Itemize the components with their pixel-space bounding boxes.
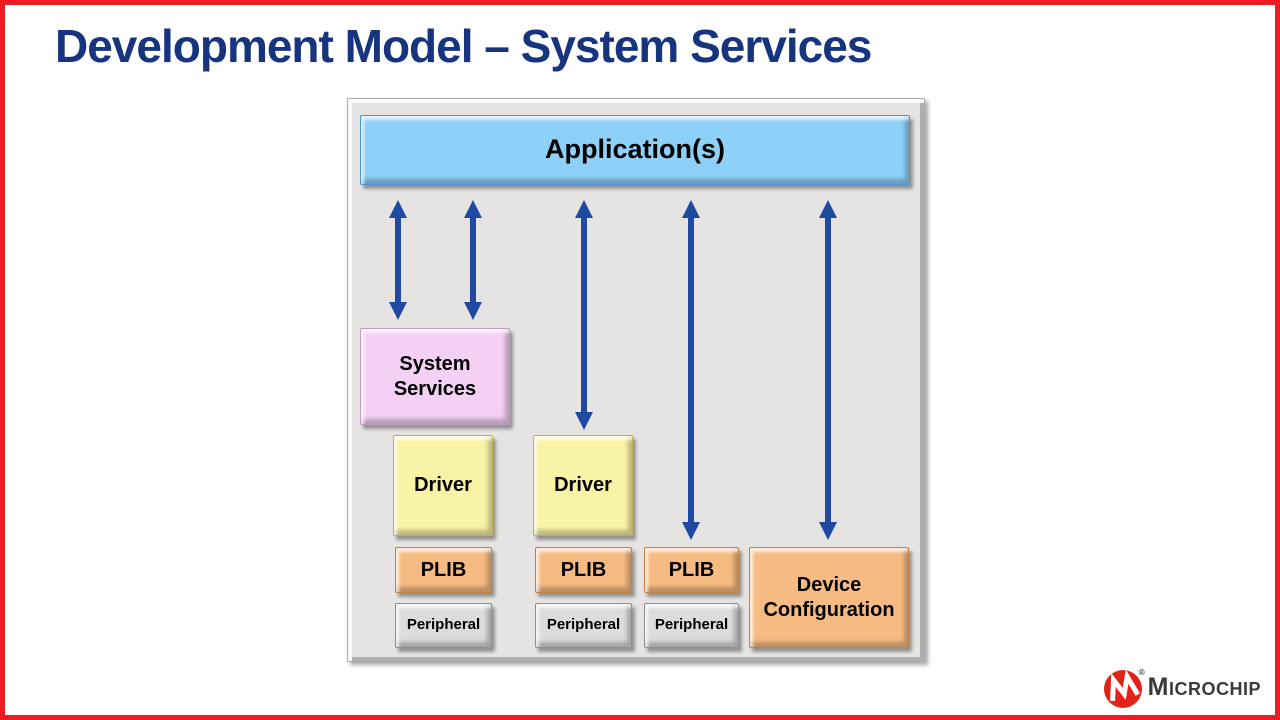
arrow-application-system-services-1 xyxy=(389,200,407,320)
arrow-up-icon xyxy=(819,200,837,218)
driver-box-1: Driver xyxy=(393,435,493,536)
system-services-label: System Services xyxy=(393,352,477,400)
driver-box-2: Driver xyxy=(533,435,633,536)
arrow-shaft xyxy=(581,215,587,415)
arrow-shaft xyxy=(395,215,401,305)
arrow-application-plib xyxy=(682,200,700,540)
arrow-down-icon xyxy=(819,522,837,540)
microchip-logo-icon: ® xyxy=(1103,668,1145,709)
plib-label: PLIB xyxy=(420,558,467,581)
arrow-down-icon xyxy=(575,412,593,430)
arrow-down-icon xyxy=(389,302,407,320)
arrow-up-icon xyxy=(464,200,482,218)
diagram-panel: Application(s) System Servi xyxy=(347,98,925,662)
arrow-application-system-services-2 xyxy=(464,200,482,320)
page-title: Development Model – System Services xyxy=(55,20,872,72)
arrow-shaft xyxy=(470,215,476,305)
arrow-application-device-configuration xyxy=(819,200,837,540)
arrow-up-icon xyxy=(682,200,700,218)
registered-trademark: ® xyxy=(1138,668,1145,677)
driver-label: Driver xyxy=(554,474,612,496)
plib-label: PLIB xyxy=(668,558,715,581)
peripheral-label: Peripheral xyxy=(406,616,481,634)
device-configuration-box: Device Configuration xyxy=(749,547,909,648)
peripheral-label: Peripheral xyxy=(654,616,729,634)
microchip-logo-text: Microchip xyxy=(1147,672,1261,701)
microchip-logo: ® Microchip xyxy=(1103,668,1261,709)
arrow-down-icon xyxy=(464,302,482,320)
device-configuration-label: Device Configuration xyxy=(763,573,895,621)
arrow-up-icon xyxy=(389,200,407,218)
arrow-shaft xyxy=(688,215,694,525)
system-services-box: System Services xyxy=(360,328,510,425)
application-label: Application(s) xyxy=(545,134,725,165)
peripheral-box-3: Peripheral xyxy=(644,603,739,648)
plib-label: PLIB xyxy=(560,558,607,581)
application-box: Application(s) xyxy=(360,115,910,185)
peripheral-box-2: Peripheral xyxy=(535,603,632,648)
peripheral-box-1: Peripheral xyxy=(395,603,492,648)
plib-box-1: PLIB xyxy=(395,547,492,593)
peripheral-label: Peripheral xyxy=(546,616,621,634)
arrow-application-driver xyxy=(575,200,593,430)
arrow-up-icon xyxy=(575,200,593,218)
plib-box-2: PLIB xyxy=(535,547,632,593)
plib-box-3: PLIB xyxy=(644,547,739,593)
driver-label: Driver xyxy=(414,474,472,496)
arrow-down-icon xyxy=(682,522,700,540)
arrow-shaft xyxy=(825,215,831,525)
